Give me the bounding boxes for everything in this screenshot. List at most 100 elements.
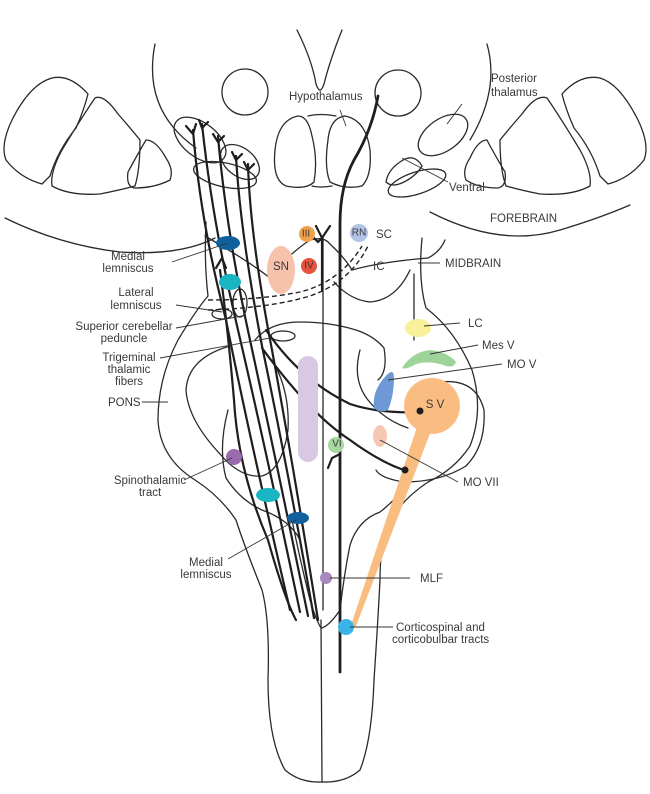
leader-spinothalamic	[183, 457, 233, 481]
nucleus-sn	[267, 246, 295, 294]
right-cortex-block-outer	[561, 76, 647, 185]
nucleus-vi	[328, 437, 344, 453]
trigeminal-fiber-to-sv	[264, 328, 424, 414]
leader-trigeminal-thalamic	[159, 337, 271, 359]
left-large-arc	[151, 43, 197, 149]
label-iv: IV	[304, 261, 314, 272]
oculomotor-branch	[310, 234, 324, 244]
label-mo-vii: MO VII	[463, 477, 499, 489]
nucleus-mo-vii	[373, 425, 387, 447]
label-scp-line2: peduncle	[101, 333, 148, 345]
brainstem-left-contour	[157, 221, 323, 783]
left-forebrain-lower-arc	[4, 217, 216, 254]
label-hypothalamus: Hypothalamus	[289, 91, 363, 103]
label-forebrain: FOREBRAIN	[490, 213, 557, 225]
left-cortex-block-outer	[3, 76, 89, 185]
label-trigeminal-line2: thalamic	[108, 364, 151, 376]
dashed-fibres	[207, 245, 369, 311]
lemniscal-fiber-3	[216, 134, 310, 618]
movii-terminal-dot	[401, 466, 409, 474]
label-sc: SC	[376, 229, 392, 241]
leader-medial-lemniscus-upper	[171, 242, 229, 263]
lemniscal-fiber-1	[191, 128, 292, 612]
ventral-nucleus-shape-b	[387, 168, 447, 198]
pons-left-bulge	[185, 345, 289, 477]
nucleus-iv	[301, 258, 317, 274]
lemniscal-fiber-5	[246, 162, 320, 622]
label-lateral-lemniscus-line2: lemniscus	[110, 300, 161, 312]
nucleus-mes-v	[402, 350, 456, 369]
leader-lines	[142, 103, 503, 628]
spinothalamic-marker	[226, 449, 242, 465]
hypothalamus-right-lobe	[325, 115, 371, 188]
lateral-lemniscus-marker-lower	[256, 488, 280, 502]
pons-right-outer-loop	[375, 380, 485, 483]
left-cortex-block-inner	[126, 139, 172, 189]
leader-lc	[423, 322, 461, 327]
right-cortex-block-inner	[464, 139, 506, 189]
nucleus-labels: III IV RN SN VI S V	[273, 228, 445, 450]
leader-mo-v	[387, 363, 503, 381]
fiber-terminal-y-3	[211, 132, 226, 144]
left-small-circle	[221, 68, 269, 116]
lateral-lemniscus-marker	[219, 274, 241, 290]
fiber-terminal-y-2	[197, 118, 210, 130]
label-medial-lemniscus-upper-line1: Medial	[111, 251, 145, 263]
dashed-fiber-upper	[207, 245, 363, 301]
nucleus-rn	[350, 224, 368, 242]
ventral-nucleus-shape-a	[385, 157, 423, 186]
right-cortex-block-mid	[499, 96, 591, 195]
mlf-marker	[320, 572, 332, 584]
hypothalamus-bridge-top	[307, 113, 337, 117]
label-corticospinal-line2: corticobulbar tracts	[392, 634, 489, 646]
nuclei	[216, 224, 460, 635]
abducens-fiber	[326, 452, 342, 470]
pons-small-ellipse	[270, 330, 296, 342]
lateral-lemniscus-branch	[214, 255, 228, 270]
label-mlf: MLF	[420, 573, 443, 585]
medulla-right-contour	[321, 479, 411, 629]
posterior-thalamus-shape	[417, 113, 469, 157]
label-posterior-thalamus-line2: thalamus	[491, 87, 538, 99]
nucleus-lc	[405, 319, 431, 337]
nucleus-mo-v	[373, 372, 394, 412]
label-mo-v: MO V	[507, 359, 537, 371]
label-medial-lemniscus-upper-line2: lemniscus	[102, 263, 153, 275]
descending-tract-main	[338, 94, 380, 674]
tracts	[184, 94, 424, 674]
nucleus-iii	[299, 226, 315, 242]
leader-mo-vii	[379, 439, 459, 483]
brainstem-outlines	[157, 221, 485, 783]
label-vi: VI	[332, 439, 341, 450]
leader-mes-v	[429, 344, 479, 355]
label-posterior-thalamus-line1: Posterior	[491, 73, 537, 85]
right-large-arc	[469, 43, 492, 141]
right-forebrain-lower-arc	[429, 204, 631, 237]
leader-lateral-lemniscus	[175, 304, 223, 313]
central-purple-band	[298, 356, 318, 462]
leader-posterior-thalamus	[446, 103, 463, 125]
label-trigeminal-line3: fibers	[115, 376, 143, 388]
corticospinal-marker	[338, 619, 354, 635]
label-spinothalamic-line1: Spinothalamic	[114, 475, 186, 487]
pons-upper-contour	[254, 321, 386, 381]
label-medial-lemniscus-lower-line1: Medial	[189, 557, 223, 569]
fiber-terminal-y-5	[242, 160, 256, 172]
right-small-circle	[374, 69, 422, 117]
leader-superior-cerebellar-peduncle	[175, 315, 243, 329]
medial-lemniscus-marker-lower	[287, 512, 309, 524]
dashed-fiber-lower	[207, 245, 369, 311]
label-ic: IC	[373, 261, 385, 273]
label-scp-line1: Superior cerebellar	[75, 321, 172, 333]
label-trigeminal-line1: Trigeminal	[102, 352, 155, 364]
label-sn: SN	[273, 261, 289, 273]
text-labels: Hypothalamus Posterior thalamus Ventral …	[75, 73, 557, 646]
lemniscal-fiber-4	[234, 154, 316, 620]
sv-terminal-dot	[416, 407, 424, 415]
fiber-terminal-y-1	[184, 122, 198, 137]
peduncle-ellipse-small	[211, 308, 233, 320]
spinal-trigeminal-tail	[350, 418, 436, 628]
left-cortex-block-mid	[51, 96, 141, 195]
lemniscal-fiber-2	[200, 122, 302, 614]
